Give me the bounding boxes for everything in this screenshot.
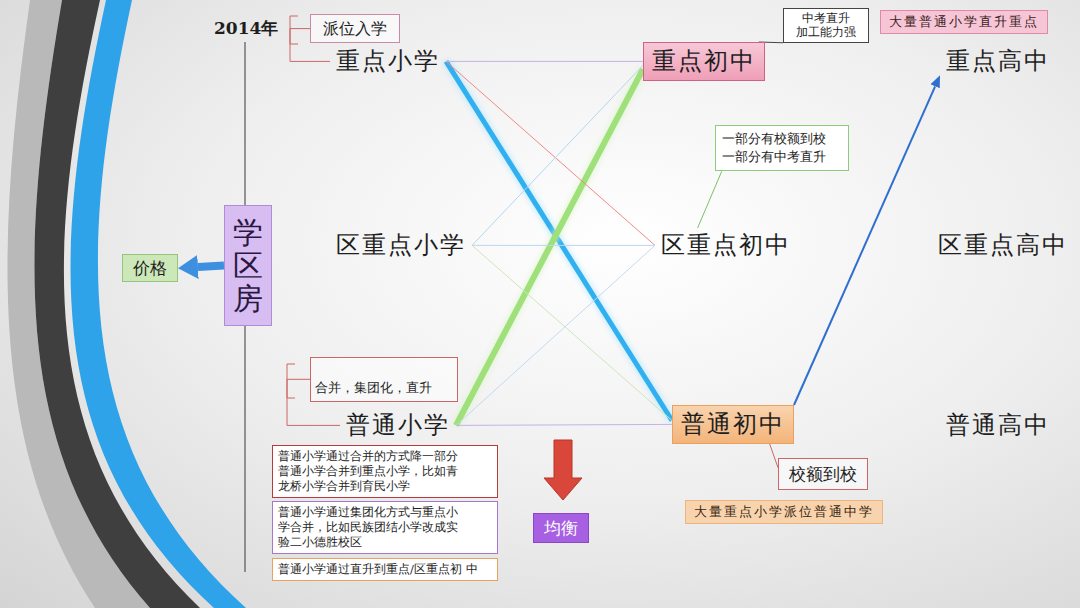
note-tag: 大量普通小学直升重点: [880, 10, 1048, 34]
school-label: 普通小学: [340, 408, 456, 443]
year-label: 2014年: [214, 17, 278, 40]
leader-line: [770, 444, 778, 468]
node-text: 区重点小学: [336, 231, 466, 260]
node-text: 普通小学通过直升到重点/区重点初 中: [278, 562, 492, 577]
school-label: 重点小学: [330, 44, 446, 79]
node-text: 普通高中: [946, 411, 1050, 440]
school-box: 重点初中: [643, 42, 765, 81]
node-text: 普通小学通过集团化方式与重点小 学合并，比如民族团结小学改成实 验二小德胜校区: [278, 505, 492, 550]
example-box: 普通小学通过合并的方式降一部分 普通小学合并到重点小学，比如青 龙桥小学合并到育…: [272, 445, 498, 498]
school-label: 重点高中: [940, 44, 1056, 79]
node-text: 大量重点小学派位普通中学: [694, 504, 874, 520]
node-text: 合并，集团化，直升: [315, 380, 451, 396]
example-box: 普通小学通过直升到重点/区重点初 中: [272, 558, 498, 581]
leader-line: [698, 171, 722, 228]
school-box: 普通初中: [672, 405, 794, 444]
node-text: 普通初中: [681, 410, 785, 439]
school-label: 普通高中: [940, 408, 1056, 443]
result-box: 价格: [122, 254, 178, 282]
flow-line: [472, 245, 672, 420]
node-text: 区重点初中: [661, 231, 791, 260]
node-text: 普通小学: [346, 411, 450, 440]
flow-line: [446, 61, 643, 62]
bracket: [290, 16, 298, 44]
node-text: 一部分有校额到校 一部分有中考直升: [722, 130, 842, 166]
school-label: 区重点初中: [655, 228, 797, 263]
note-tag: 大量重点小学派位普通中学: [685, 500, 883, 524]
node-text: 重点初中: [652, 47, 756, 76]
note-box: 中考直升 加工能力强: [783, 8, 869, 43]
node-text: 校额到校: [789, 464, 857, 484]
flow-line: [446, 61, 655, 245]
flow-line: [472, 65, 643, 245]
node-text: 普通小学通过合并的方式降一部分 普通小学合并到重点小学，比如青 龙桥小学合并到育…: [278, 449, 492, 494]
node-text: 区重点高中: [938, 231, 1068, 260]
note-box: 一部分有校额到校 一部分有中考直升: [715, 125, 849, 171]
school-label: 区重点小学: [330, 228, 472, 263]
node-text: 中考直升 加工能力强: [790, 11, 862, 40]
note-box: 校额到校: [778, 458, 868, 490]
example-box: 普通小学通过集团化方式与重点小 学合并，比如民族团结小学改成实 验二小德胜校区: [272, 501, 498, 554]
node-text: 学区房: [233, 216, 263, 315]
bracket: [287, 364, 295, 398]
result-box: 均衡: [533, 513, 589, 543]
node-text: 重点小学: [336, 47, 440, 76]
flow-line: [472, 245, 655, 246]
school-label: 区重点高中: [932, 228, 1074, 263]
down-arrow: [544, 440, 582, 500]
flow-line: [456, 424, 672, 425]
flow-line: [456, 69, 643, 425]
blue-stripe: [71, 0, 246, 608]
node-text: 均衡: [544, 518, 578, 538]
node-text: 重点高中: [946, 47, 1050, 76]
note-box: 派位入学: [310, 14, 400, 43]
price-arrow: [198, 266, 224, 268]
node-text: 大量普通小学直升重点: [889, 14, 1039, 30]
flow-line: [456, 245, 655, 425]
flow-line: [446, 61, 672, 420]
center-box: 学区房: [224, 205, 272, 326]
dark-stripe: [34, 0, 200, 608]
node-text: 价格: [133, 258, 167, 278]
note-box: 合并，集团化，直升: [310, 357, 458, 402]
node-text: 派位入学: [323, 19, 387, 38]
